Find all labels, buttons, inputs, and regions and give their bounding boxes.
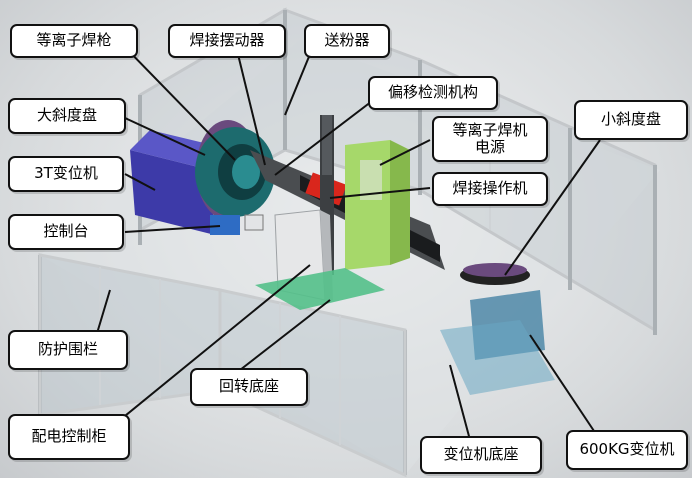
label-positioner-base: 变位机底座	[420, 436, 542, 474]
rotary-base-plate	[255, 268, 385, 310]
label-weld-manipulator: 焊接操作机	[432, 172, 548, 206]
control-console-body	[210, 214, 264, 235]
label-positioner-3t: 3T变位机	[8, 156, 124, 192]
label-positioner-600kg: 600KG变位机	[566, 430, 688, 470]
label-plasma-power-supply: 等离子焊机电源	[432, 116, 548, 162]
label-large-tilt-disc: 大斜度盘	[8, 98, 126, 134]
label-rotary-base: 回转底座	[190, 368, 308, 406]
label-powder-feeder: 送粉器	[304, 24, 390, 58]
label-power-cabinet: 配电控制柜	[8, 414, 130, 460]
label-control-console: 控制台	[8, 214, 124, 250]
label-offset-detector: 偏移检测机构	[368, 76, 498, 110]
small-positioner	[440, 263, 555, 395]
label-protective-fence: 防护围栏	[8, 330, 128, 370]
label-plasma-torch: 等离子焊枪	[10, 24, 138, 58]
label-small-tilt-disc: 小斜度盘	[574, 100, 688, 140]
label-weld-oscillator: 焊接摆动器	[168, 24, 286, 58]
plasma-power-supply	[345, 140, 410, 270]
